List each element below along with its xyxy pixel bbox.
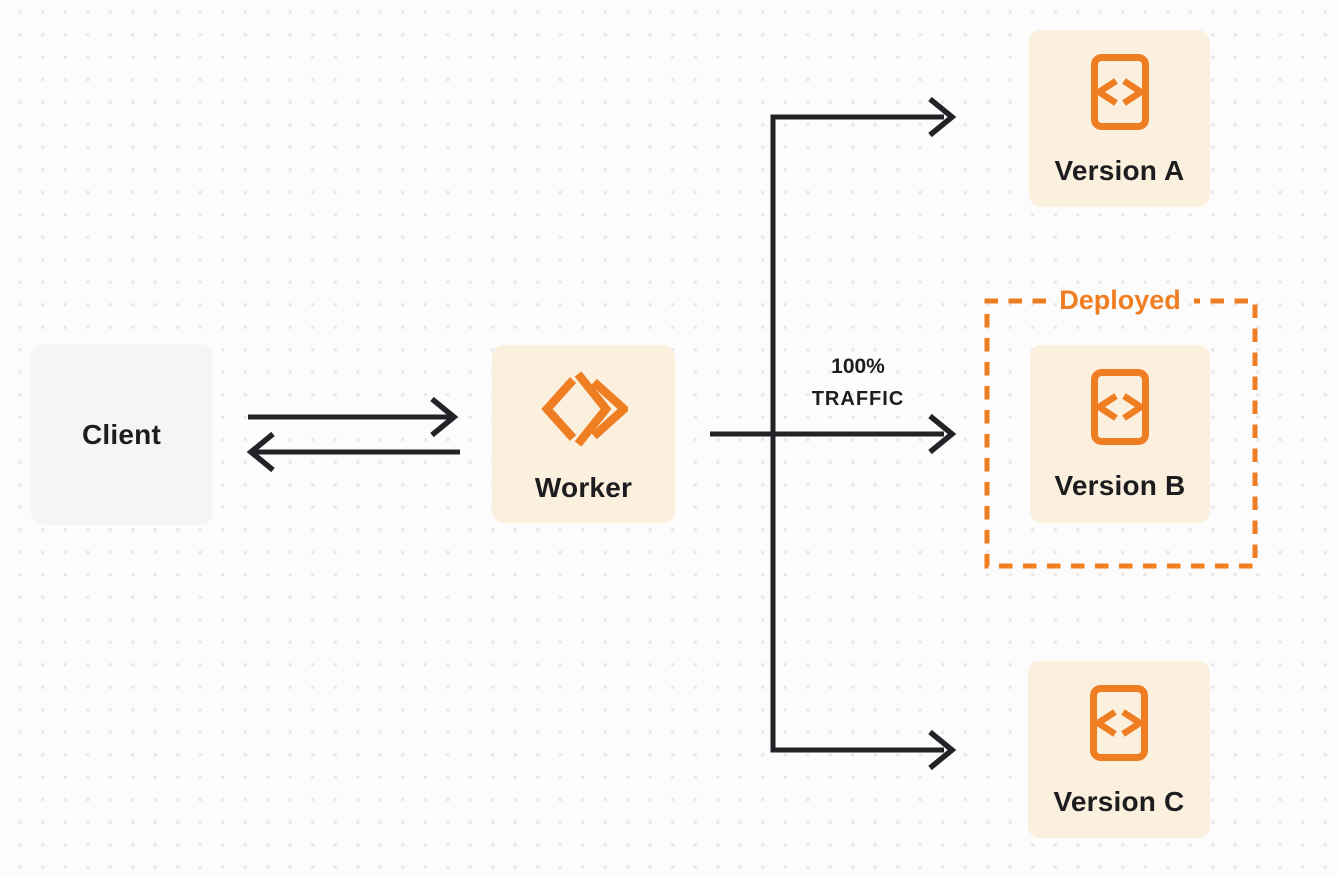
deployed-dashed-frame: [984, 298, 1258, 569]
code-file-icon: [1090, 53, 1149, 130]
version-b-arrowhead: [928, 413, 957, 455]
node-version-b: Version B: [1030, 345, 1210, 523]
version-a-label: Version A: [1054, 154, 1185, 186]
node-worker: Worker: [492, 345, 675, 523]
traffic-percent-label: 100%: [831, 355, 885, 378]
code-file-icon: [1091, 369, 1149, 445]
node-version-a: Version A: [1029, 30, 1210, 207]
version-b-label: Version B: [1054, 470, 1186, 501]
node-client: Client: [31, 344, 212, 525]
client-label: Client: [82, 418, 161, 450]
version-c-arrowhead: [928, 729, 957, 771]
version-a-arrowhead: [928, 96, 957, 138]
code-file-icon: [1090, 684, 1148, 761]
deployed-badge: Deployed: [1059, 285, 1181, 315]
workers-logo-icon: [540, 371, 628, 447]
traffic-word-label: TRAFFIC: [811, 388, 905, 410]
worker-to-client-arrowhead: [246, 431, 275, 473]
client-to-worker-arrowhead: [430, 396, 459, 438]
version-c-label: Version C: [1053, 785, 1185, 817]
node-version-c: Version C: [1028, 661, 1210, 838]
worker-label: Worker: [534, 472, 633, 503]
